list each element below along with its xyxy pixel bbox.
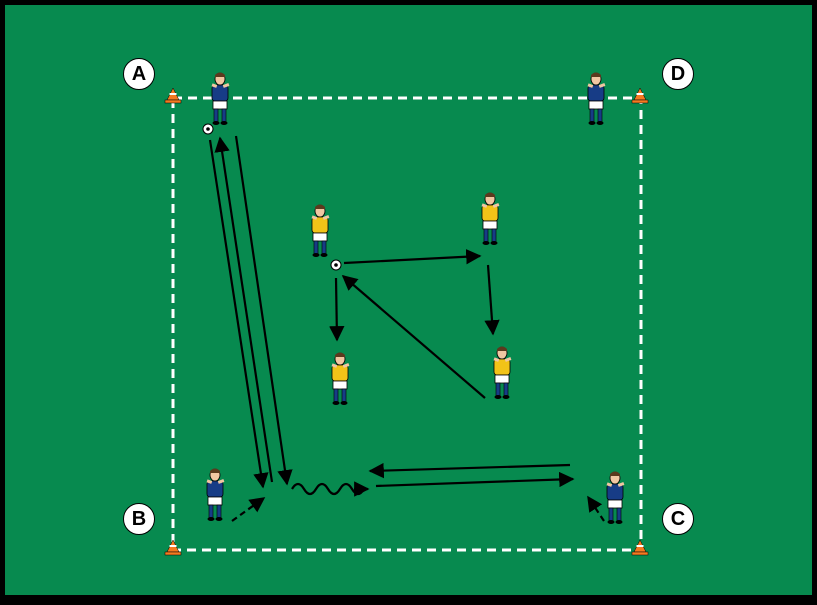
pass-arrow [368, 462, 571, 479]
corner-label-c: C [662, 503, 694, 535]
pitch [5, 5, 812, 595]
player-yellow-icon [481, 192, 500, 245]
player-yellow-icon [311, 204, 330, 257]
pass-arrow [329, 277, 345, 342]
run-arrow [587, 495, 605, 522]
player-yellow-figure [481, 192, 500, 245]
pass-arrow [341, 274, 486, 399]
pass-arrow [208, 139, 269, 489]
corner-label-a: A [123, 58, 155, 90]
player-yellow-icon [493, 346, 512, 399]
run-arrow [231, 497, 266, 522]
pass-arrow [234, 135, 293, 486]
dribble-path [291, 482, 365, 496]
corner-label-b: B [123, 503, 155, 535]
ball-icon [330, 259, 342, 271]
corner-label-d: D [662, 58, 694, 90]
grid-square [171, 96, 643, 552]
pass-arrow [375, 471, 575, 488]
pass-arrow [214, 136, 274, 483]
pass-arrow [484, 264, 500, 336]
ball-icon [202, 123, 214, 135]
player-yellow-figure [331, 352, 350, 405]
player-yellow-icon [331, 352, 350, 405]
player-yellow-figure [493, 346, 512, 399]
pass-arrow [343, 249, 482, 265]
player-yellow-figure [311, 204, 330, 257]
